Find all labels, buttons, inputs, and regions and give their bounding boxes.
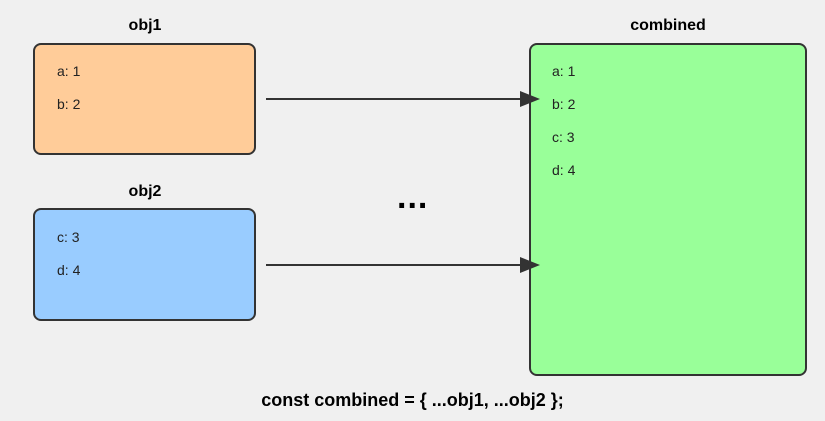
obj2-prop-c: c: 3 — [57, 229, 80, 245]
obj1-title: obj1 — [128, 17, 162, 34]
combined-prop-c: c: 3 — [552, 129, 575, 145]
combined-title: combined — [630, 17, 706, 34]
combined-prop-a: a: 1 — [552, 63, 576, 79]
obj2-to-combined-arrowhead — [520, 257, 540, 273]
code-line: const combined = { ...obj1, ...obj2 }; — [261, 390, 564, 410]
obj2-box — [33, 208, 256, 321]
obj1-prop-a: a: 1 — [57, 63, 81, 79]
obj2-title: obj2 — [128, 183, 162, 200]
combined-box — [529, 43, 807, 376]
obj1-box — [33, 43, 256, 155]
obj1-to-combined-arrowhead — [520, 91, 540, 107]
combined-prop-b: b: 2 — [552, 96, 576, 112]
spread-ellipsis: ... — [397, 178, 429, 216]
obj2-prop-d: d: 4 — [57, 262, 81, 278]
combined-prop-d: d: 4 — [552, 162, 576, 178]
obj1-prop-b: b: 2 — [57, 96, 81, 112]
